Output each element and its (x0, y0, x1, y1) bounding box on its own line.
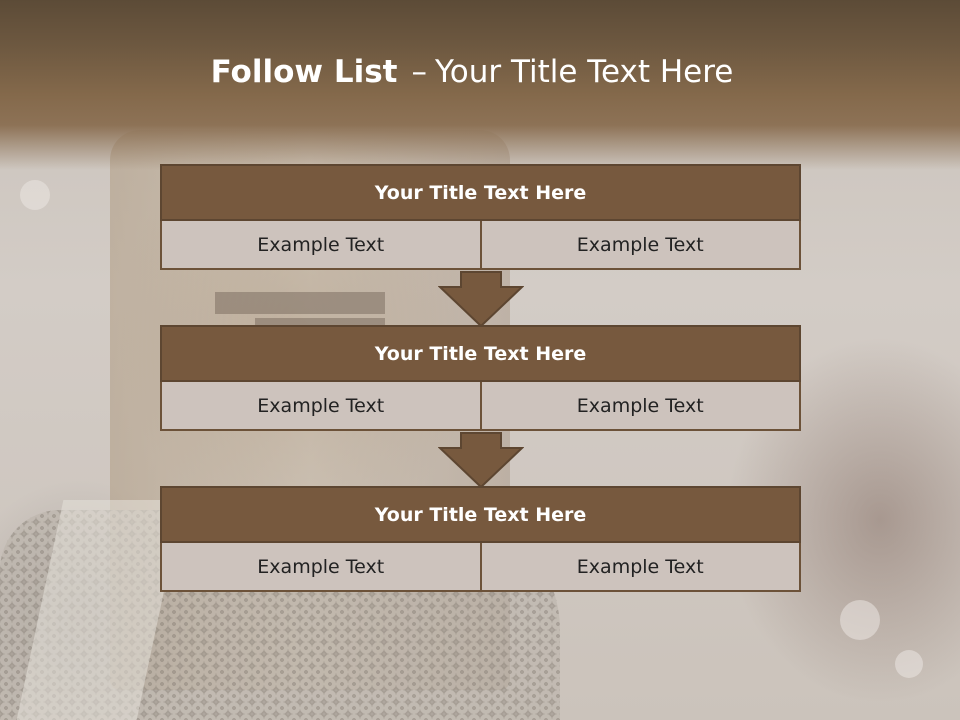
block-title: Your Title Text Here (160, 325, 801, 382)
block-title: Your Title Text Here (160, 486, 801, 543)
bokeh-light (840, 600, 880, 640)
title-bold: Follow List (210, 54, 398, 90)
title-rest: Your Title Text Here (434, 54, 734, 90)
block-cell-left: Example Text (160, 221, 482, 270)
block-cell-right: Example Text (481, 382, 801, 431)
helmet-visor-lower (255, 318, 385, 328)
down-arrow-icon (438, 271, 524, 327)
title-dash: – (411, 54, 427, 90)
down-arrow-icon (438, 432, 524, 488)
block-title: Your Title Text Here (160, 164, 801, 221)
block-cell-left: Example Text (160, 543, 482, 592)
block-row: Example Text Example Text (160, 221, 801, 270)
slide-title: Follow List–Your Title Text Here (0, 54, 944, 90)
list-block: Your Title Text Here Example Text Exampl… (160, 325, 801, 431)
helmet-visor (215, 292, 385, 314)
block-cell-left: Example Text (160, 382, 482, 431)
block-row: Example Text Example Text (160, 382, 801, 431)
header-band (0, 0, 960, 170)
bokeh-light (20, 180, 50, 210)
list-block: Your Title Text Here Example Text Exampl… (160, 486, 801, 592)
block-row: Example Text Example Text (160, 543, 801, 592)
list-block: Your Title Text Here Example Text Exampl… (160, 164, 801, 270)
block-cell-right: Example Text (481, 543, 801, 592)
bokeh-light (895, 650, 923, 678)
block-cell-right: Example Text (481, 221, 801, 270)
